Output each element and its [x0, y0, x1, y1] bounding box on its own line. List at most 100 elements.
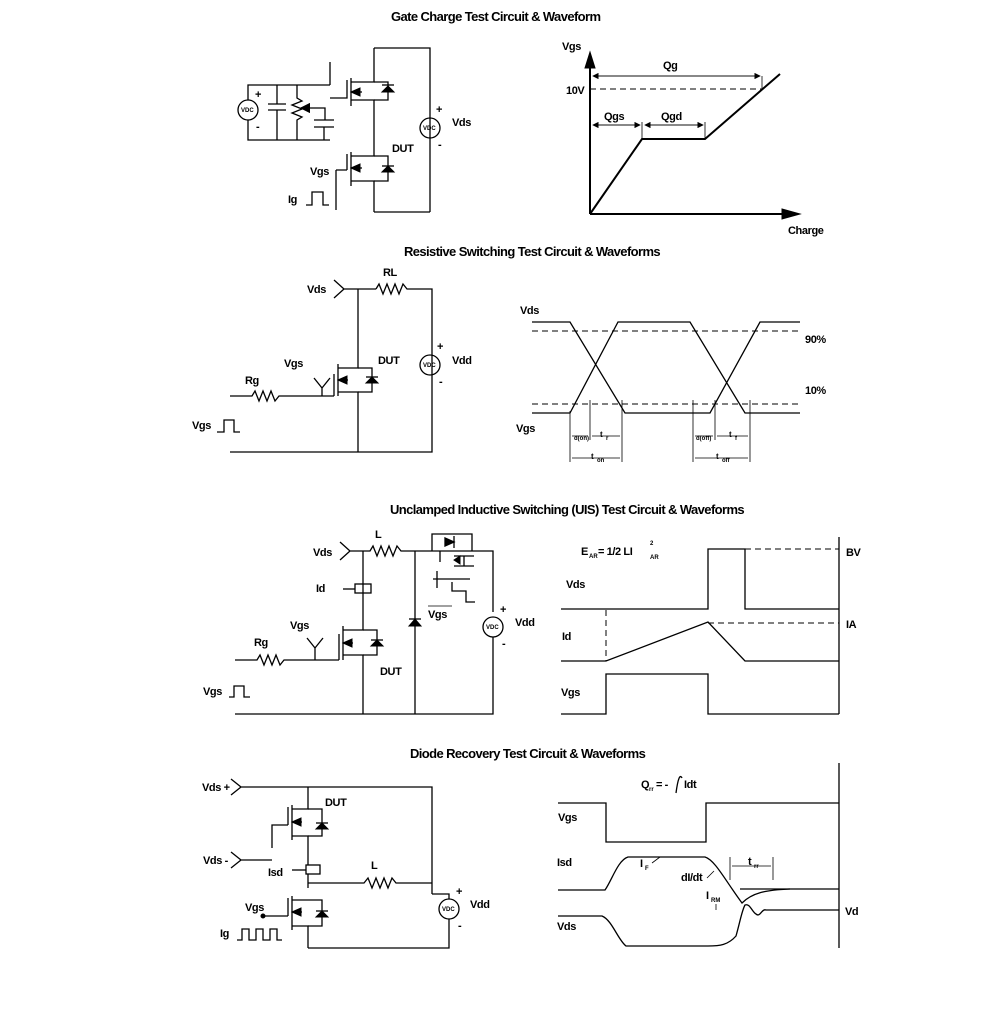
svg-text:L: L	[375, 529, 382, 541]
uis-waveform: E AR = 1/2 LI 2 AR Vds BV Id IA Vgs	[561, 537, 862, 715]
svg-text:-: -	[458, 920, 462, 932]
svg-text:Vgs: Vgs	[203, 686, 222, 698]
svg-text:Vgs: Vgs	[558, 812, 577, 824]
svg-text:Id: Id	[562, 631, 571, 643]
svg-text:Qgs: Qgs	[604, 111, 624, 123]
svg-text:VDC: VDC	[423, 363, 436, 369]
svg-text:Vgs: Vgs	[516, 423, 535, 435]
svg-text:+: +	[255, 89, 261, 101]
svg-text:RL: RL	[383, 267, 398, 279]
svg-text:L: L	[371, 860, 378, 872]
svg-text:Vdd: Vdd	[515, 617, 535, 629]
svg-text:VDC: VDC	[423, 126, 436, 132]
svg-text:Vdd: Vdd	[470, 899, 490, 911]
svg-text:Vds +: Vds +	[202, 782, 230, 794]
svg-text:Rg: Rg	[245, 375, 259, 387]
svg-text:Vds: Vds	[557, 921, 576, 933]
svg-text:DUT: DUT	[392, 143, 414, 155]
diode-section: Diode Recovery Test Circuit & Waveforms …	[202, 746, 859, 949]
svg-text:BV: BV	[846, 547, 862, 559]
svg-text:10V: 10V	[566, 85, 585, 97]
svg-text:Vgs: Vgs	[561, 687, 580, 699]
svg-text:Vds: Vds	[520, 305, 539, 317]
svg-text:RM: RM	[711, 898, 720, 904]
svg-text:rr: rr	[649, 787, 654, 793]
svg-text:-: -	[438, 139, 442, 151]
diode-waveform: Q rr = - Idt Vgs Isd I F dI/dt t rr I RM…	[557, 763, 859, 948]
svg-text:-: -	[439, 376, 443, 388]
svg-text:off: off	[722, 458, 731, 464]
svg-text:= -: = -	[656, 779, 669, 791]
svg-text:Vds: Vds	[307, 284, 326, 296]
svg-text:Isd: Isd	[268, 867, 283, 879]
resistive-circuit: Vds RL VDC + - Vdd DUT Vgs Rg Vgs	[192, 267, 472, 453]
svg-text:Vds: Vds	[566, 579, 585, 591]
svg-text:Vgs: Vgs	[192, 420, 211, 432]
svg-text:= 1/2 LI: = 1/2 LI	[598, 546, 633, 558]
svg-text:t: t	[591, 452, 594, 461]
svg-text:DUT: DUT	[380, 666, 402, 678]
svg-text:Q: Q	[641, 779, 650, 791]
svg-text:Vdd: Vdd	[452, 355, 472, 367]
svg-text:-: -	[256, 121, 260, 133]
svg-text:+: +	[436, 104, 442, 116]
svg-text:Vgs: Vgs	[562, 41, 581, 53]
uis-circuit: Vds L Id Vgs VDC + - Vdd	[203, 529, 535, 715]
svg-text:VDC: VDC	[241, 108, 254, 114]
svg-text:d(off): d(off)	[696, 436, 711, 442]
diode-title: Diode Recovery Test Circuit & Waveforms	[410, 746, 646, 761]
svg-text:10%: 10%	[805, 385, 826, 397]
svg-text:F: F	[645, 866, 649, 872]
svg-text:+: +	[500, 604, 506, 616]
svg-text:Rg: Rg	[254, 637, 268, 649]
resistive-waveform: Vds Vgs 90% 10% d(on) t r d(off) t f t o…	[516, 305, 827, 464]
svg-text:Vd: Vd	[845, 906, 858, 918]
resistive-title: Resistive Switching Test Circuit & Wavef…	[404, 244, 660, 259]
resistive-section: Resistive Switching Test Circuit & Wavef…	[192, 244, 827, 464]
svg-text:Id: Id	[316, 583, 325, 595]
svg-text:Vgs: Vgs	[310, 166, 329, 178]
svg-text:AR: AR	[650, 555, 659, 561]
uis-section: Unclamped Inductive Switching (UIS) Test…	[203, 502, 862, 715]
gate-charge-title: Gate Charge Test Circuit & Waveform	[391, 9, 600, 24]
svg-text:Ig: Ig	[220, 928, 229, 940]
svg-text:r: r	[606, 436, 609, 442]
svg-text:90%: 90%	[805, 334, 826, 346]
svg-text:E: E	[581, 546, 588, 558]
svg-text:Vgs: Vgs	[428, 609, 447, 621]
svg-text:on: on	[597, 458, 605, 464]
svg-text:Qgd: Qgd	[661, 111, 682, 123]
svg-text:VDC: VDC	[442, 907, 455, 913]
svg-text:VDC: VDC	[486, 625, 499, 631]
vdc-source-right	[419, 117, 441, 139]
svg-text:t: t	[600, 430, 603, 439]
svg-text:Vgs: Vgs	[245, 902, 264, 914]
svg-text:dI/dt: dI/dt	[681, 872, 703, 884]
gate-charge-waveform: Vgs Charge 10V Qg Qgs Qgd	[562, 41, 824, 237]
svg-text:rr: rr	[754, 864, 759, 870]
svg-text:Vgs: Vgs	[284, 358, 303, 370]
svg-text:DUT: DUT	[325, 797, 347, 809]
svg-text:Vds: Vds	[313, 547, 332, 559]
svg-text:Ig: Ig	[288, 194, 297, 206]
uis-title: Unclamped Inductive Switching (UIS) Test…	[390, 502, 744, 517]
svg-text:I: I	[706, 890, 709, 902]
svg-text:AR: AR	[589, 554, 598, 560]
vdd-source-resistive	[419, 354, 441, 376]
svg-text:f: f	[735, 436, 738, 442]
gate-charge-circuit: VDC + - VDC + - Vds	[237, 47, 472, 213]
svg-text:Idt: Idt	[684, 779, 697, 791]
svg-text:Charge: Charge	[788, 225, 824, 237]
svg-text:t: t	[716, 452, 719, 461]
svg-text:Qg: Qg	[663, 60, 677, 72]
diode-circuit: Vds + DUT Vds - Isd L VDC + - Vdd	[202, 778, 490, 949]
svg-text:t: t	[729, 430, 732, 439]
svg-text:IA: IA	[846, 619, 857, 631]
svg-text:Vds: Vds	[452, 117, 471, 129]
gate-charge-section: Gate Charge Test Circuit & Waveform VDC …	[237, 9, 824, 237]
svg-text:Vgs: Vgs	[290, 620, 309, 632]
svg-text:d(on): d(on)	[574, 436, 589, 442]
svg-text:DUT: DUT	[378, 355, 400, 367]
svg-text:2: 2	[650, 541, 654, 547]
